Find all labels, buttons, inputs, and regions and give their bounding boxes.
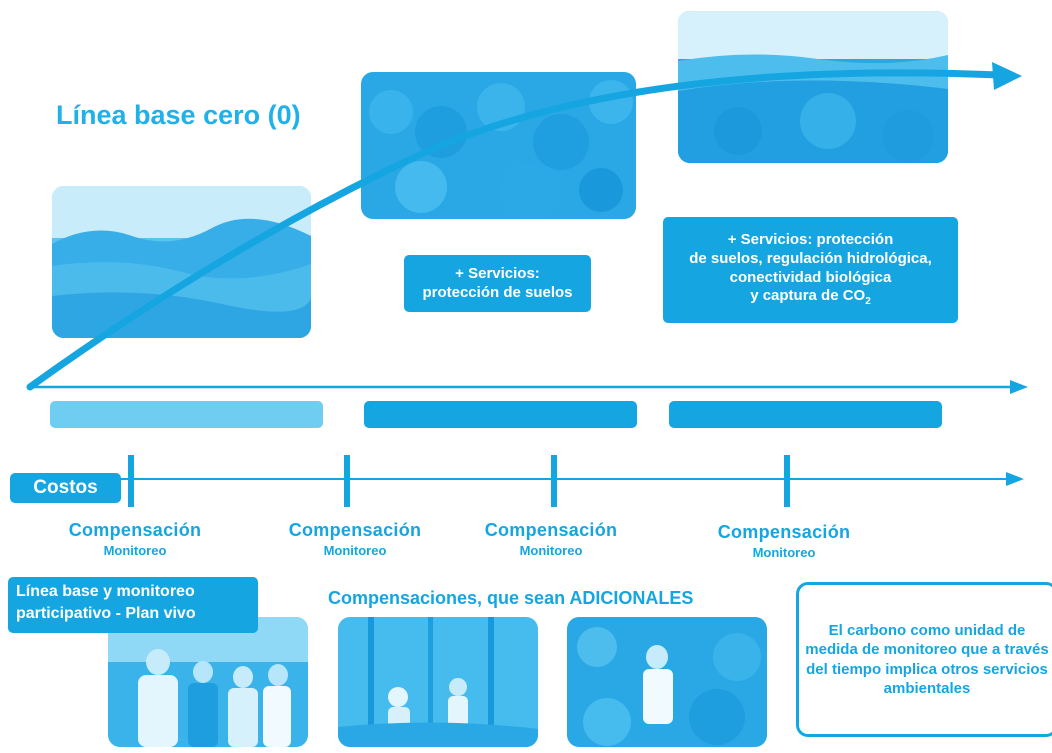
- costs-tick-4: [784, 455, 790, 507]
- compensation-subtitle: Monitoreo: [323, 543, 387, 558]
- costs-tick-1: [128, 455, 134, 507]
- farmer-photo-3: [567, 617, 767, 747]
- phase-bar-3: [669, 401, 942, 428]
- costs-tick-2: [344, 455, 350, 507]
- services-box-2-line4: y captura de CO2: [750, 287, 871, 308]
- compensation-label-3: Compensación Monitoreo: [456, 520, 646, 558]
- baseline-line-2: participativo - Plan vivo: [16, 604, 196, 622]
- services-box-2-line2: de suelos, regulación hidrológica,: [689, 249, 932, 267]
- growth-curve-arrow: [26, 62, 1022, 391]
- services-box-2-line1: + Servicios: protección: [727, 231, 894, 249]
- costs-label: Costos: [10, 473, 121, 503]
- costs-tick-3: [551, 455, 557, 507]
- chart-title: Línea base cero (0): [56, 100, 301, 130]
- carbon-note-text: El carbono como unidad de medida de moni…: [805, 621, 1049, 698]
- compensation-subtitle: Monitoreo: [519, 543, 583, 558]
- carbon-note-box: El carbono como unidad de medida de moni…: [796, 582, 1052, 737]
- phase-bar-1: [50, 401, 323, 428]
- compensation-title: Compensación: [68, 520, 202, 540]
- forest-photo-2: [361, 72, 636, 219]
- compensation-title: Compensación: [288, 520, 422, 540]
- compensation-subtitle: Monitoreo: [752, 545, 816, 560]
- co2-subscript: 2: [865, 296, 871, 308]
- compensation-label-1: Compensación Monitoreo: [40, 520, 230, 558]
- services-box-1: + Servicios: protección de suelos: [404, 255, 591, 312]
- costs-axis: [120, 472, 1024, 486]
- planting-photo-2: [338, 617, 538, 747]
- baseline-monitoring-box: Línea base y monitoreo participativo - P…: [8, 577, 258, 633]
- phase-bar-2: [364, 401, 637, 428]
- additional-compensations-label: Compensaciones, que sean ADICIONALES: [328, 588, 694, 608]
- compensation-title: Compensación: [717, 522, 851, 542]
- compensation-label-4: Compensación Monitoreo: [689, 522, 879, 560]
- baseline-line-1: Línea base y monitoreo: [16, 583, 195, 600]
- time-axis: [30, 380, 1028, 394]
- compensation-subtitle: Monitoreo: [103, 543, 167, 558]
- services-box-2-line3: conectividad biológica: [729, 268, 892, 286]
- compensation-title: Compensación: [484, 520, 618, 540]
- compensation-label-2: Compensación Monitoreo: [260, 520, 450, 558]
- services-box-2: + Servicios: protección de suelos, regul…: [663, 217, 958, 323]
- people-photo-1: [108, 617, 308, 747]
